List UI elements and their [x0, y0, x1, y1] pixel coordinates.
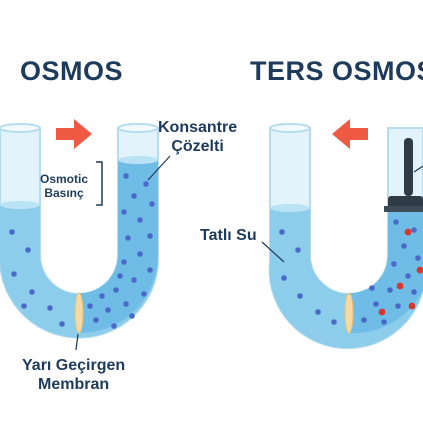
- membrane-label-line2: Membran: [38, 376, 110, 394]
- left-membrane: [74, 292, 84, 334]
- membrane-label: Yarı Geçirgen Membran: [22, 356, 125, 394]
- membrane-label-line1: Yarı Geçirgen: [22, 357, 126, 374]
- left-concentrate-tint: [79, 160, 158, 334]
- right-concentrate-tint: [349, 210, 423, 334]
- left-membrane-leader: [75, 333, 79, 351]
- reverse-osmosis-title: TERS OSMOS: [250, 56, 423, 86]
- right-direction-arrow: [332, 119, 368, 149]
- left-direction-arrow: [56, 119, 92, 149]
- right-membrane: [344, 292, 354, 334]
- left-pressure-bracket: [96, 161, 103, 206]
- piston-rod: [404, 138, 413, 196]
- osmotic-pressure-label: Osmotic Basınç: [40, 172, 88, 201]
- piston-plate: [384, 206, 423, 212]
- right-particles-concentrate: [361, 219, 421, 325]
- left-concentrate-leader: [147, 155, 171, 181]
- right-particles-fresh: [279, 229, 337, 325]
- left-water-surface-right: [118, 156, 158, 164]
- concentrate-label-line1: Konsantre: [158, 119, 238, 136]
- left-particles-concentrate: [87, 173, 155, 329]
- left-u-tube: [0, 123, 171, 351]
- left-water-surface-left: [0, 201, 40, 209]
- fresh-water-label: Tatlı Su: [200, 227, 257, 244]
- osmotic-pressure-line1: Osmotic: [40, 172, 89, 186]
- right-water-surface-left: [270, 204, 310, 212]
- left-particles-fresh: [9, 229, 65, 327]
- left-tube-rim-left: [0, 123, 41, 133]
- left-tube-rim-right: [117, 123, 159, 133]
- concentrate-label-line2: Çözelti: [171, 138, 224, 156]
- right-u-tube: [261, 123, 423, 350]
- osmotic-pressure-line2: Basınç: [44, 186, 84, 201]
- osmosis-title: OSMOS: [20, 56, 124, 86]
- concentrate-label: Konsantre Çözelti: [158, 118, 237, 156]
- right-tube-rim-left: [269, 123, 311, 133]
- right-freshwater-leader: [261, 241, 285, 263]
- right-piston-leader: [413, 165, 423, 173]
- right-particles-salt: [378, 228, 423, 316]
